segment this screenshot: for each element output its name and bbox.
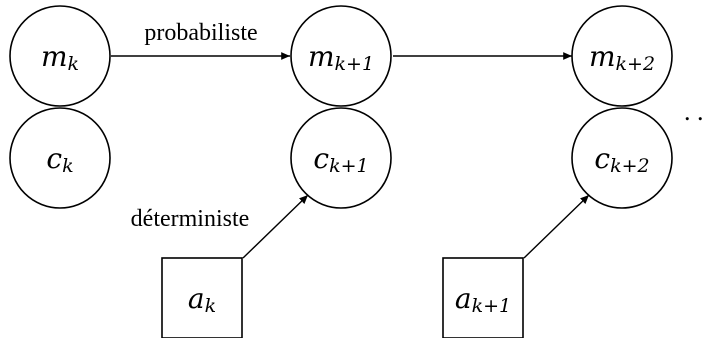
svg-text:ck+2: ck+2 [594,142,649,178]
edge-ak1-to-ck2 [523,194,590,259]
svg-text:ak: ak [188,282,216,318]
node-a-k1: ak+1 [442,257,524,338]
svg-text:mk+2: mk+2 [589,40,655,76]
continuation-ellipsis: . . [684,97,704,126]
svg-text:ck+1: ck+1 [313,142,368,178]
svg-text:ck: ck [46,142,73,178]
node-m-k: mk [9,5,111,107]
node-a-k: ak [161,257,243,338]
node-c-k: ck [9,107,111,209]
svg-text:ak+1: ak+1 [455,282,511,318]
node-m-k2: mk+2 [571,5,673,107]
svg-text:mk+1: mk+1 [308,40,374,76]
edge-ak-to-ck1 [242,194,309,259]
label-deterministic: déterministe [131,206,250,232]
label-probabilistic: probabiliste [144,20,257,46]
node-m-k1: mk+1 [290,5,392,107]
svg-text:mk: mk [41,40,79,76]
node-c-k1: ck+1 [290,107,392,209]
node-c-k2: ck+2 [571,107,673,209]
